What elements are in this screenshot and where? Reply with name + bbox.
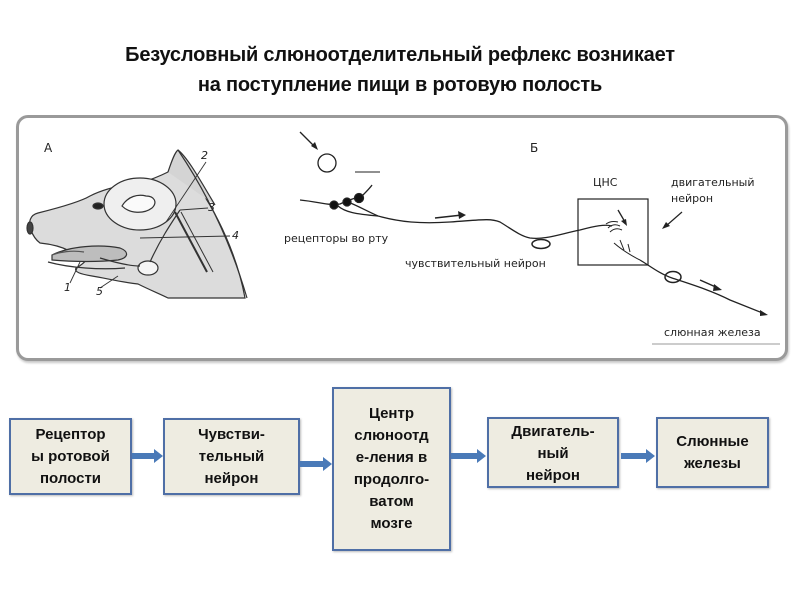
dog-head-illustration [26, 149, 248, 299]
cns-box [577, 198, 649, 266]
part-number-4: 4 [232, 229, 239, 242]
flow-step-text: ный [537, 445, 569, 462]
flow-arrow-2 [300, 457, 332, 471]
sensory-neuron-body [531, 238, 551, 250]
salivary-gland [137, 260, 159, 276]
flow-step-text: слюноотд [354, 427, 429, 444]
receptor-2 [342, 197, 352, 207]
flow-step-text: тельный [198, 447, 265, 465]
flow-step-text: ы ротовой [31, 447, 110, 465]
dog-eye [92, 202, 104, 210]
flow-step-text: Центр [368, 405, 415, 422]
part-number-1: 1 [64, 281, 71, 294]
flow-step-text: нейрон [204, 469, 259, 487]
part-number-5: 5 [96, 285, 103, 298]
panel-b-label: Б [530, 141, 539, 155]
flow-arrow-1 [132, 449, 163, 463]
cns-label: ЦНС [593, 176, 618, 189]
flow-step-salivation-center: Центр слюноотд е-ления в продолго- ватом… [332, 387, 451, 551]
flow-step-text: железы [684, 454, 741, 472]
reflex-arc [299, 131, 780, 345]
motor-neuron-body [664, 270, 682, 284]
flow-step-text: Рецептор [35, 425, 106, 443]
flow-step-salivary-glands: Слюнные железы [656, 417, 769, 488]
food-circle [317, 153, 337, 173]
flow-arrow-3 [451, 449, 486, 463]
flow-step-text: Чувстви- [198, 425, 265, 443]
flow-arrow-4 [621, 449, 655, 463]
receptor-3 [353, 192, 365, 204]
flow-step-text: мозге [370, 515, 413, 532]
part-number-3: 3 [208, 201, 215, 214]
motor-neuron-label-line1: двигательный [671, 176, 755, 189]
motor-neuron-axon [639, 259, 766, 315]
sensory-neuron-label: чувствительный нейрон [405, 257, 546, 270]
dog-nose [26, 221, 34, 235]
flow-step-sensory-neuron: Чувстви- тельный нейрон [163, 418, 300, 495]
part-number-2: 2 [201, 149, 208, 162]
flow-step-text: Слюнные [676, 432, 749, 450]
salivary-gland-label: слюнная железа [664, 326, 761, 339]
motor-neuron-label-line2: нейрон [671, 192, 714, 205]
receptor-1 [329, 200, 339, 210]
flow-step-text: ватом [369, 493, 414, 510]
flow-step-motor-neuron: Двигатель- ный нейрон [487, 417, 619, 488]
flow-step-receptors: Рецептор ы ротовой полости [9, 418, 132, 495]
page-title-line1: Безусловный слюноотделительный рефлекс в… [125, 44, 675, 66]
dog-tongue [51, 245, 128, 263]
flow-step-text: Двигатель- [511, 423, 595, 440]
sensory-neuron-axon [377, 215, 613, 240]
page-title-line2: на поступление пищи в ротовую полость [197, 74, 603, 96]
flow-step-text: е-ления в [355, 449, 428, 466]
flow-step-text: нейрон [525, 467, 580, 484]
flow-step-text: продолго- [353, 471, 430, 488]
panel-a-label: А [44, 141, 53, 155]
receptors-label: рецепторы во рту [284, 232, 389, 245]
flow-step-text: полости [39, 469, 102, 487]
